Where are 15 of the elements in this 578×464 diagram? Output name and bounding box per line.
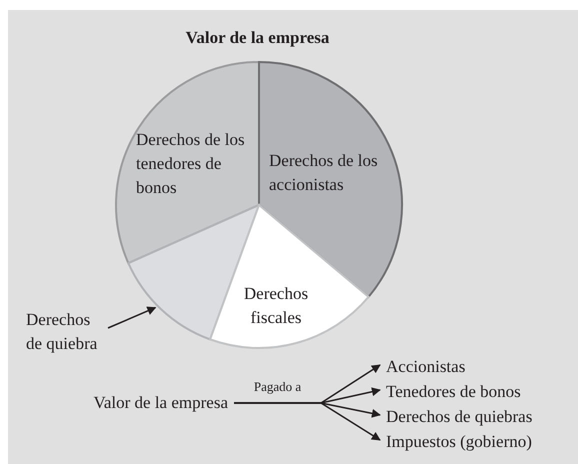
text-label: Impuestos (gobierno) bbox=[386, 431, 532, 453]
text-label: Valor de la empresa bbox=[93, 392, 228, 414]
slice-label: Derechos de los tenedores de bonos bbox=[136, 129, 246, 199]
text-label: Derechos de quiebra bbox=[26, 309, 98, 355]
text-label: Derechos de quiebras bbox=[386, 406, 532, 428]
text-label: Tenedores de bonos bbox=[386, 381, 521, 403]
slice-label: Derechos fiscales bbox=[242, 283, 310, 329]
slice-label: Derechos de los accionistas bbox=[269, 150, 379, 196]
edge-label: Pagado a bbox=[252, 379, 302, 395]
title: Valor de la empresa bbox=[184, 27, 330, 49]
pie-slice bbox=[115, 61, 260, 264]
pie-slice bbox=[209, 204, 370, 349]
arrow bbox=[108, 306, 156, 329]
arrow bbox=[234, 402, 381, 441]
text-label: Accionistas bbox=[386, 356, 466, 378]
